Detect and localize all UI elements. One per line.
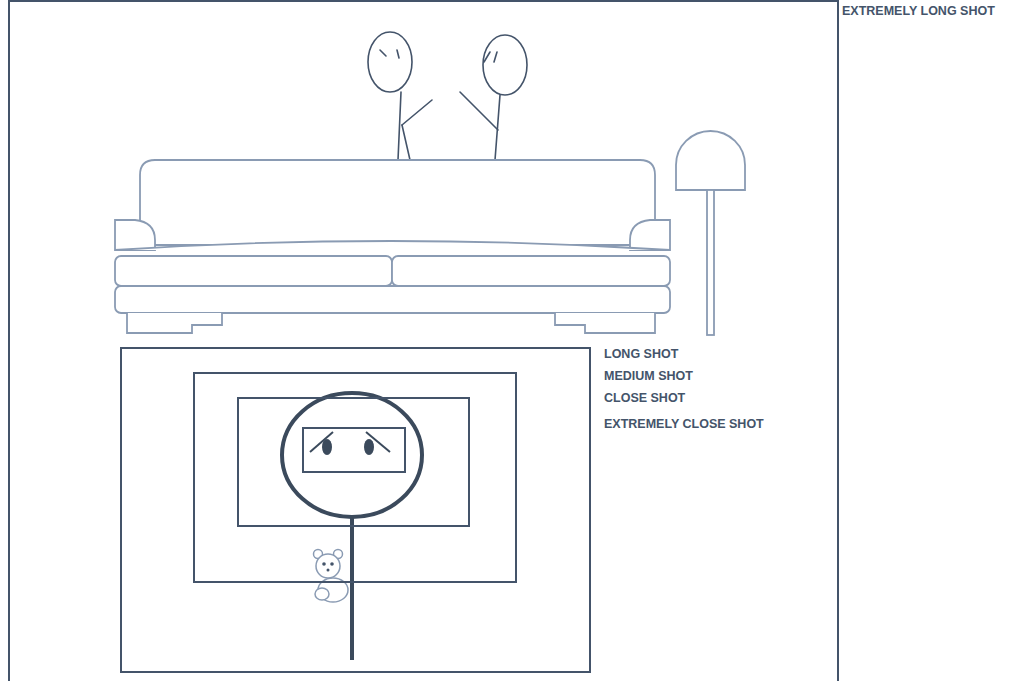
shot-label: MEDIUM SHOT: [604, 369, 693, 383]
floor-lamp: [676, 131, 745, 335]
close-shot-frame: CLOSE SHOTEXTREMELY CLOSE SHOT: [237, 397, 470, 527]
shot-label: EXTREMELY LONG SHOT: [842, 4, 995, 18]
teddy-bear: [314, 550, 349, 603]
shot-label: EXTREMELY CLOSE SHOT: [604, 417, 764, 431]
shot-label: LONG SHOT: [604, 347, 678, 361]
sofa-drawing: [115, 160, 670, 333]
extremely-long-shot-frame: EXTREMELY LONG SHOTLONG SHOTMEDIUM SHOTC…: [8, 0, 839, 681]
shot-label: CLOSE SHOT: [604, 391, 685, 405]
extremely-close-shot-frame: EXTREMELY CLOSE SHOT: [302, 427, 406, 473]
couple-figures: [368, 32, 527, 160]
long-shot-frame: LONG SHOTMEDIUM SHOTCLOSE SHOTEXTREMELY …: [120, 347, 591, 673]
medium-shot-frame: MEDIUM SHOTCLOSE SHOTEXTREMELY CLOSE SHO…: [193, 372, 517, 583]
